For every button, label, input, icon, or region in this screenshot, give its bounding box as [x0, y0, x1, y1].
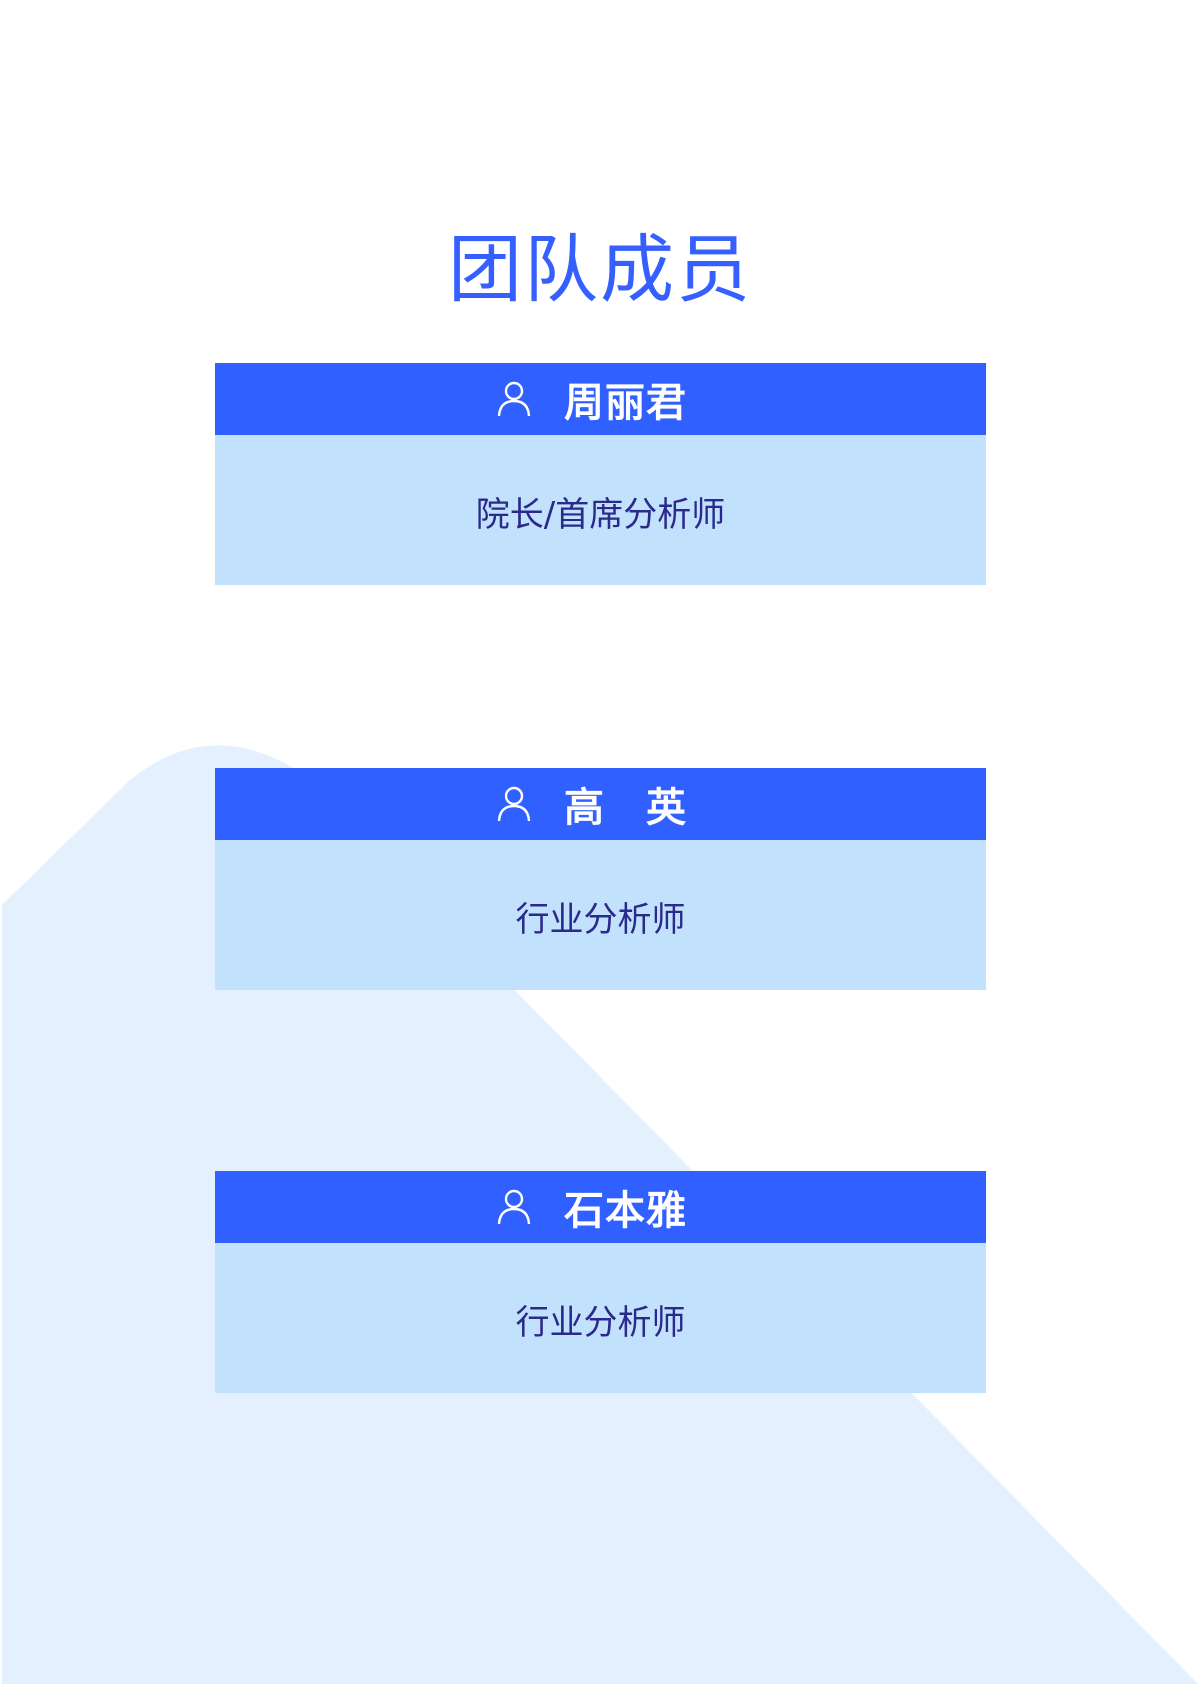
member-name: 高 英 [564, 785, 687, 831]
member-card-body: 行业分析师 [215, 1243, 986, 1393]
user-icon [497, 786, 531, 822]
member-card-header: 石本雅 [215, 1171, 986, 1243]
member-card: 高 英 行业分析师 [215, 768, 986, 990]
member-role: 院长/首席分析师 [475, 495, 726, 535]
member-role: 行业分析师 [515, 900, 686, 940]
user-icon [497, 381, 531, 417]
member-card-body: 院长/首席分析师 [215, 435, 986, 585]
member-role: 行业分析师 [515, 1303, 686, 1343]
page-title: 团队成员 [448, 227, 752, 313]
member-card: 周丽君 院长/首席分析师 [215, 363, 986, 585]
member-card-body: 行业分析师 [215, 840, 986, 990]
member-name: 周丽君 [564, 380, 687, 426]
member-card-header: 高 英 [215, 768, 986, 840]
user-icon [497, 1189, 531, 1225]
member-name: 石本雅 [564, 1188, 687, 1234]
member-card-header: 周丽君 [215, 363, 986, 435]
member-card: 石本雅 行业分析师 [215, 1171, 986, 1393]
